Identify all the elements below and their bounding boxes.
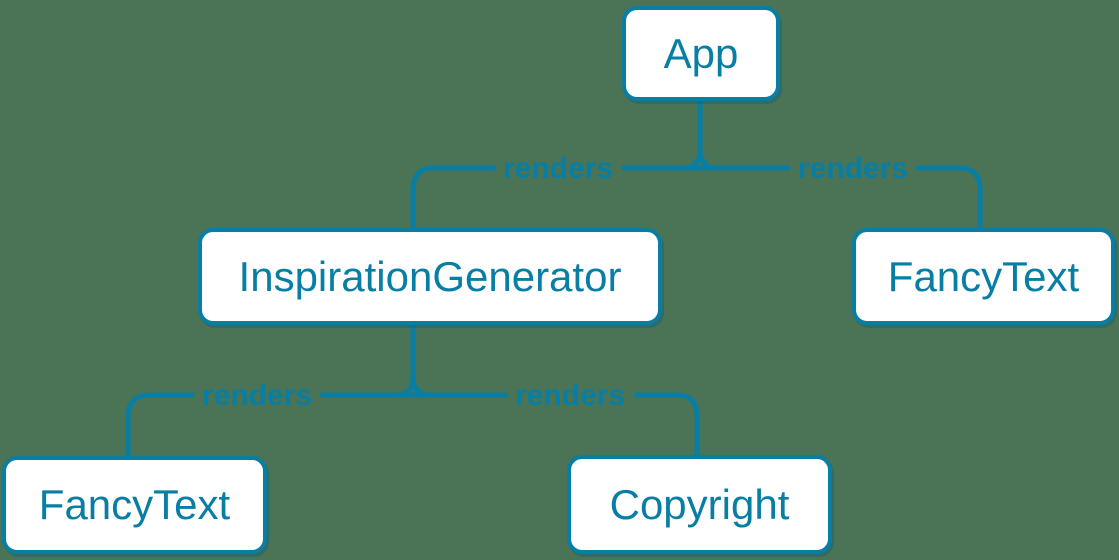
tree-node-label: FancyText: [887, 252, 1080, 300]
edge-ig-junction: [319, 322, 509, 398]
edge-app-inspiration-generator: [410, 165, 497, 231]
tree-node-fancy-text-top: FancyText: [852, 228, 1115, 325]
edge-ig-fillet-left: [392, 374, 416, 398]
edge-app-ft-corner: [915, 165, 983, 231]
edge-app-fillet-right: [697, 147, 721, 171]
edge-label-app-inspiration-generator: renders: [502, 152, 614, 185]
edge-app-junction: [621, 98, 791, 171]
edge-ig-fillet-right: [410, 374, 434, 398]
tree-node-label: InspirationGenerator: [238, 252, 622, 300]
tree-node-app: App: [622, 6, 780, 101]
edge-ig-fancy-text: [125, 392, 195, 459]
tree-node-inspiration-generator: InspirationGenerator: [198, 228, 662, 325]
tree-node-label: FancyText: [38, 481, 231, 528]
tree-node-fancy-text-bottom: FancyText: [2, 456, 267, 554]
edge-app-fancy-text: [915, 165, 983, 231]
edge-app-ig-corner: [410, 165, 497, 231]
tree-node-label: App: [663, 29, 739, 77]
tree-node-label: Copyright: [609, 480, 790, 528]
tree-node-copyright: Copyright: [567, 455, 832, 554]
edge-label-ig-fancy-text: renders: [201, 379, 313, 412]
edge-ig-ft-corner: [125, 392, 195, 459]
edge-app-fillet-left: [679, 147, 703, 171]
edge-label-ig-copyright: renders: [514, 379, 626, 412]
edge-label-app-fancy-text: renders: [797, 152, 909, 185]
edge-ig-copyright: [633, 392, 700, 458]
edge-ig-copyright-corner: [633, 392, 700, 458]
